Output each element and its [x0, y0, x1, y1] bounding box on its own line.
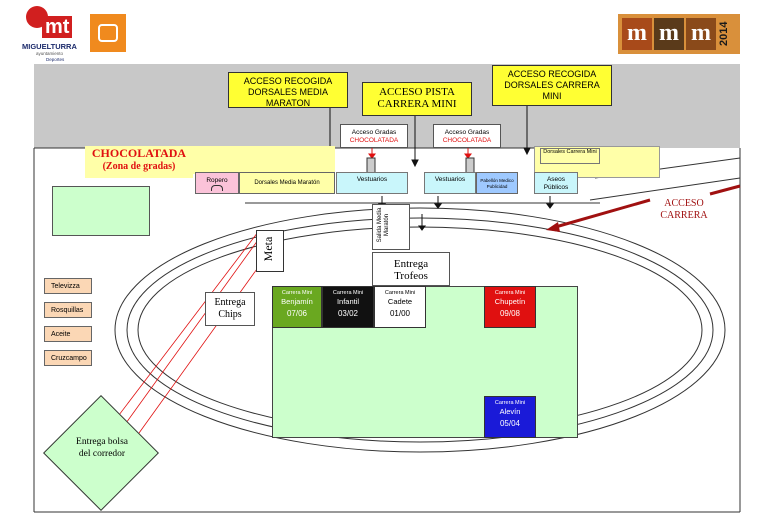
meta-label: Meta: [261, 236, 275, 262]
category-years: 09/08: [499, 309, 521, 318]
entrega-bolsa-label: Entrega bolsa del corredor: [76, 437, 128, 459]
acceso-gradas-note: CHOCOLATADA: [349, 137, 399, 144]
vestuarios-room-1: Vestuarios: [336, 172, 408, 194]
category-label: Carrera Mini: [494, 290, 526, 296]
dorsales-media-room: Dorsales Media Maratón: [239, 172, 335, 194]
category-name: Cadete: [387, 297, 413, 306]
media-maraton-logo: m m m 2014: [618, 14, 740, 54]
category-chupetin: Carrera Mini Chupetín 09/08: [484, 286, 536, 328]
category-benjamin: Carrera Mini Benjamín 07/06: [272, 286, 322, 328]
entrega-trofeos-box: Entrega Trofeos: [372, 252, 450, 286]
acceso-gradas-box-1: Acceso Gradas CHOCOLATADA: [340, 124, 408, 148]
acceso-gradas-box-2: Acceso Gradas CHOCOLATADA: [433, 124, 501, 148]
category-years: 01/00: [389, 309, 411, 318]
logo-m2: m: [654, 18, 684, 50]
salida-media-maraton: Salida Media Maratón: [372, 204, 410, 250]
category-name: Benjamín: [281, 297, 313, 306]
acceso-gradas-title: Acceso Gradas: [444, 129, 490, 136]
category-name: Infantil: [336, 297, 360, 306]
logo-deportes-text: Deportes: [46, 57, 65, 62]
track-outer: [114, 207, 726, 453]
track-middle: [126, 217, 714, 443]
vestuarios-room-2: Vestuarios: [424, 172, 476, 194]
access-dorsales-mini-label: ACCESO RECOGIDA DORSALES CARRERA MINI: [492, 65, 612, 106]
dorsales-mini-label: Dorsales Carrera Mini: [540, 148, 600, 164]
sponsor-cruzcampo: Cruzcampo: [44, 350, 92, 366]
salida-label: Salida Media Maratón: [377, 207, 390, 243]
road-edge: [589, 177, 741, 201]
ropero-label: Ropero: [206, 177, 228, 184]
entrega-chips-box: Entrega Chips: [205, 292, 255, 326]
green-zone-left: [52, 186, 150, 236]
category-cadete: Carrera Mini Cadete 01/00: [374, 286, 426, 328]
category-label: Carrera Mini: [281, 290, 313, 296]
sponsor-rosquillas: Rosquillas: [44, 302, 92, 318]
meta-box: Meta: [256, 230, 284, 272]
chocolatada-zone: CHOCOLATADA (Zona de gradas): [85, 146, 193, 178]
category-years: 05/04: [499, 419, 521, 428]
access-media-maraton-label: ACCESO RECOGIDA DORSALES MEDIA MARATON: [228, 72, 348, 108]
miguelturra-logo: mt MIGUELTURRA ayuntamiento Deportes: [22, 6, 80, 62]
category-label: Carrera Mini: [332, 290, 364, 296]
category-name: Alevín: [499, 407, 521, 416]
acceso-gradas-title: Acceso Gradas: [351, 129, 397, 136]
logo-sub-text: ayuntamiento: [36, 51, 64, 56]
logo-brand-text: MIGUELTURRA: [22, 42, 77, 51]
category-years: 07/06: [286, 309, 308, 318]
category-years: 03/02: [337, 309, 359, 318]
category-name: Chupetín: [494, 297, 526, 306]
category-label: Carrera Mini: [384, 290, 416, 296]
chocolatada-title: CHOCOLATADA: [91, 146, 187, 160]
acceso-carrera-arrow: [551, 198, 651, 230]
pabellon-room: Pabellón Medico Publicidad: [476, 172, 518, 194]
hanger-icon: [211, 185, 223, 191]
ropero-room: Ropero: [195, 172, 239, 194]
sponsor-televizza: Televizza: [44, 278, 92, 294]
sport-logo-icon: [98, 24, 118, 42]
logo-m1: m: [622, 18, 652, 50]
sponsor-aceite: Aceite: [44, 326, 92, 342]
orange-sport-logo: [90, 14, 126, 52]
logo-m3: m: [686, 18, 716, 50]
category-label: Carrera Mini: [494, 400, 526, 406]
logo-mark: mt: [42, 16, 73, 38]
category-alevin: Carrera Mini Alevín 05/04: [484, 396, 536, 438]
category-infantil: Carrera Mini Infantil 03/02: [322, 286, 374, 328]
access-pista-mini-label: ACCESO PISTA CARRERA MINI: [362, 82, 472, 116]
aseos-room: Aseos Públicos: [534, 172, 578, 194]
acceso-carrera-label: ACCESO CARRERA: [660, 198, 708, 221]
chocolatada-extension: [193, 146, 335, 174]
acceso-gradas-note: CHOCOLATADA: [442, 137, 492, 144]
chocolatada-subtitle: (Zona de gradas): [102, 161, 176, 172]
